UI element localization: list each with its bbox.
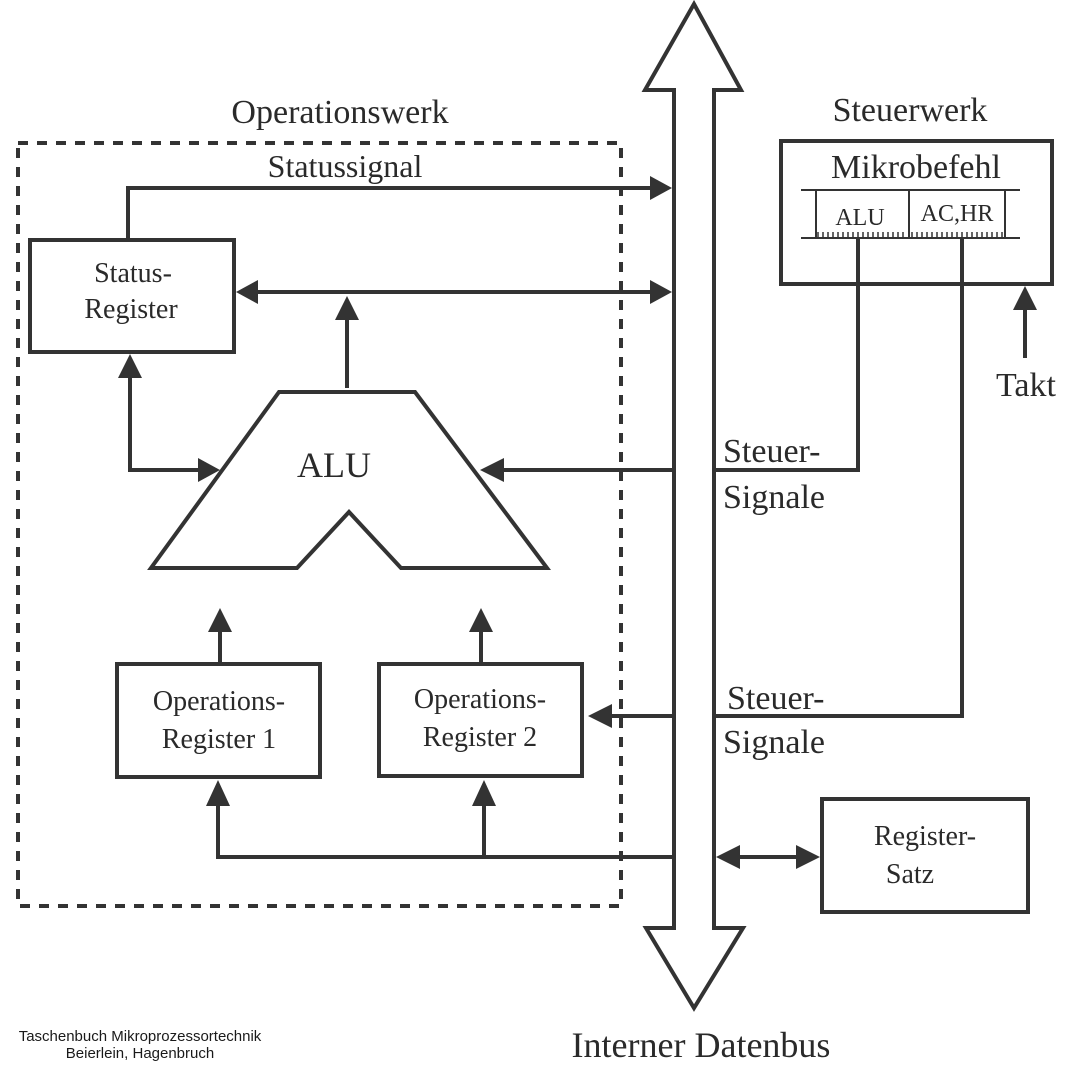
alu-label: ALU	[297, 445, 371, 485]
bus-opreg2-control-arrowhead	[588, 704, 612, 728]
operations-register-1-label-line2: Register 1	[162, 724, 276, 755]
alu-shape	[147, 390, 551, 570]
register-satz-label-line2: Satz	[886, 859, 934, 890]
steuerwerk-box	[779, 139, 1054, 286]
status-alu-arrowhead-right	[198, 458, 220, 482]
takt-label: Takt	[996, 367, 1056, 404]
status-alu-line	[128, 376, 198, 472]
steuerwerk-title: Steuerwerk	[833, 92, 988, 129]
steuer-signale-2-line2: Signale	[723, 724, 825, 761]
field-alu-label: ALU	[835, 205, 884, 231]
status-register-label-line2: Register	[84, 294, 178, 325]
alu-output-arrowhead	[335, 296, 359, 320]
opreg1-alu-arrowhead	[208, 608, 232, 632]
statussignal-label: Statussignal	[268, 148, 423, 184]
status-register-box	[28, 238, 236, 354]
status-bus-arrowhead-right	[650, 280, 672, 304]
bus-registersatz-arrowhead-right	[796, 845, 820, 869]
steuer-signale-1-line1: Steuer-	[723, 433, 821, 470]
takt-arrowhead	[1013, 286, 1037, 310]
source-credit-line1: Taschenbuch Mikroprozessortechnik	[19, 1028, 262, 1045]
interner-datenbus-label: Interner Datenbus	[572, 1025, 831, 1065]
steuer-signale-2-line	[714, 238, 964, 718]
status-alu-arrowhead-up	[118, 354, 142, 378]
statussignal-line	[126, 186, 650, 240]
operations-register-2-label-line1: Operations-	[414, 684, 546, 715]
operations-register-2-box	[377, 662, 584, 778]
steuer-signale-1-line	[714, 238, 860, 472]
register-satz-box	[820, 797, 1030, 914]
operations-register-1-box	[115, 662, 322, 779]
steuer-signale-2-line1: Steuer-	[727, 680, 825, 717]
status-register-label-line1: Status-	[94, 258, 172, 289]
bus-alu-control-arrowhead	[480, 458, 504, 482]
operationswerk-title: Operationswerk	[231, 94, 448, 131]
bus-opreg-input-line	[216, 804, 672, 859]
source-credit-line2: Beierlein, Hagenbruch	[66, 1045, 214, 1062]
statussignal-arrowhead	[650, 176, 672, 200]
opreg2-alu-arrowhead	[469, 608, 493, 632]
bus-registersatz-arrowhead-left	[716, 845, 740, 869]
mikrobefehl-label: Mikrobefehl	[831, 149, 1001, 186]
opreg2-input-arrowhead	[472, 780, 496, 806]
opreg1-input-arrowhead	[206, 780, 230, 806]
operations-register-2-label-line2: Register 2	[423, 722, 537, 753]
register-satz-label-line1: Register-	[874, 821, 976, 852]
steuer-signale-1-line2: Signale	[723, 479, 825, 516]
operations-register-1-label-line1: Operations-	[153, 686, 285, 717]
internal-databus-arrow	[641, 0, 747, 1012]
status-bus-arrowhead-left	[236, 280, 258, 304]
mikrobefehl-tick-scale	[817, 232, 1003, 238]
field-ac-hr-label: AC,HR	[921, 201, 994, 227]
